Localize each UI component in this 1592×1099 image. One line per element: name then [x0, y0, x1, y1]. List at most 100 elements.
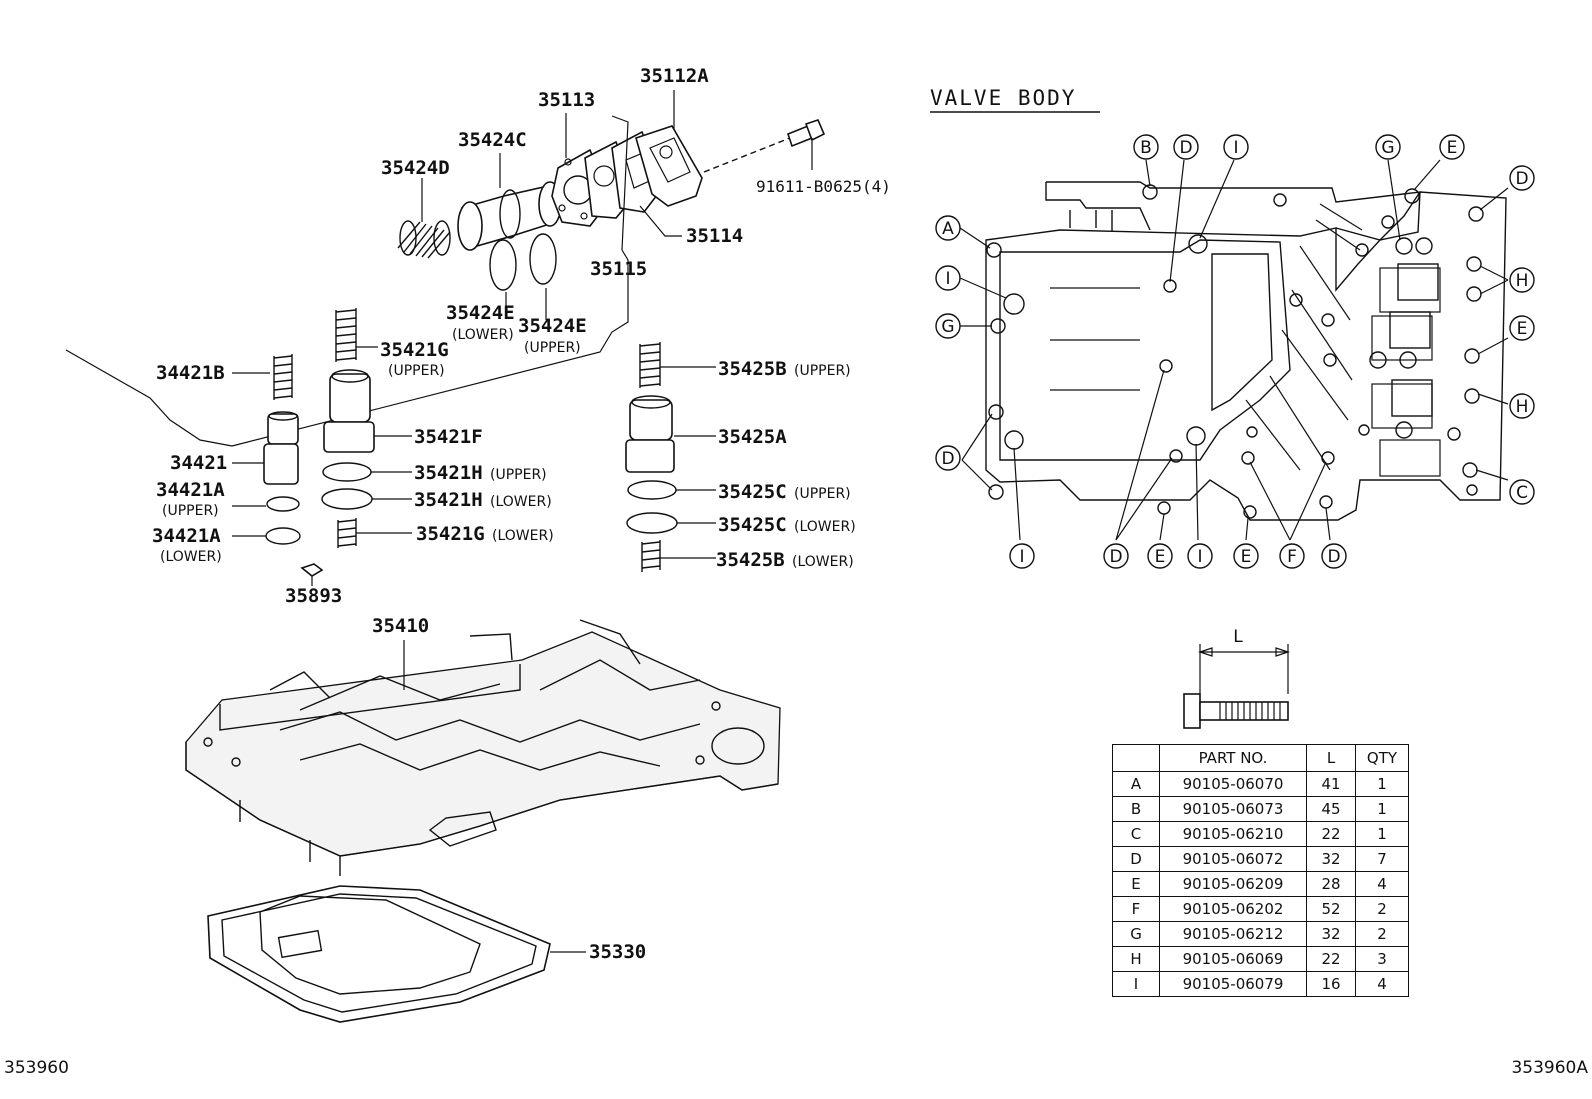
cover-35112A: [635, 125, 703, 207]
label-35424E-upper-sub: (UPPER): [524, 340, 581, 356]
callout-H-1: H: [1516, 271, 1529, 291]
piston-35424C: [457, 181, 562, 251]
valve-body-35410: [185, 619, 781, 876]
callouts: [935, 134, 1535, 569]
callout-I-4: I: [1197, 547, 1202, 567]
spring-35424D: [397, 220, 451, 259]
col-qty-header: QTY: [1355, 744, 1409, 772]
callout-E-2: E: [1517, 319, 1528, 339]
row-qty: 4: [1355, 871, 1409, 897]
row-part-no: 90105-06212: [1159, 921, 1307, 947]
row-length: 22: [1306, 821, 1356, 847]
row-letter: D: [1112, 846, 1160, 872]
callout-I-3: I: [1019, 547, 1024, 567]
row-part-no: 90105-06210: [1159, 821, 1307, 847]
oil-pan-35330: [207, 885, 551, 1023]
row-letter: F: [1112, 896, 1160, 922]
row-qty: 1: [1355, 771, 1409, 797]
label-35425A: 35425A: [718, 426, 787, 448]
label-35425B-lower: 35425B: [716, 549, 785, 571]
check-ball-35893: [300, 563, 324, 577]
label-35421G-lower-sub: (LOWER): [492, 528, 554, 544]
col-letter-header: [1112, 744, 1160, 772]
row-part-no: 90105-06072: [1159, 846, 1307, 872]
row-part-no: 90105-06202: [1159, 896, 1307, 922]
callout-C: C: [1516, 483, 1528, 503]
callout-G-1: G: [941, 317, 954, 337]
label-34421B: 34421B: [156, 362, 225, 384]
label-35410: 35410: [372, 615, 429, 637]
label-35112A: 35112A: [640, 65, 709, 87]
oring-35421H-lower: [321, 488, 373, 510]
label-35114: 35114: [686, 225, 743, 247]
label-35330: 35330: [589, 941, 646, 963]
bolt-91611: [703, 119, 826, 173]
spring-35421G-upper: [335, 308, 357, 362]
label-91611: 91611-B0625(4): [756, 177, 891, 196]
row-length: 28: [1306, 871, 1356, 897]
label-35421H-upper-sub: (UPPER): [490, 467, 547, 483]
label-35421F: 35421F: [414, 426, 483, 448]
row-qty: 4: [1355, 971, 1409, 997]
callout-I-2: I: [1233, 138, 1238, 158]
spring-35421G-lower: [337, 518, 357, 548]
label-35424C: 35424C: [458, 129, 527, 151]
footer-right-code: 353960A: [1511, 1058, 1588, 1078]
row-length: 22: [1306, 946, 1356, 972]
callout-G-2: G: [1381, 138, 1394, 158]
callout-E-3: E: [1155, 547, 1166, 567]
callout-H-2: H: [1516, 397, 1529, 417]
label-35425C-upper-sub: (UPPER): [794, 486, 851, 502]
row-letter: E: [1112, 871, 1160, 897]
label-35425B-upper: 35425B: [718, 358, 787, 380]
callout-D-3: D: [1515, 169, 1528, 189]
col-partno-header: PART NO.: [1159, 744, 1307, 772]
bolt-length-label: L: [1233, 627, 1243, 647]
label-34421A-lower-sub: (LOWER): [160, 549, 222, 565]
spring-34421B: [273, 354, 293, 400]
label-35425C-lower: 35425C: [718, 514, 787, 536]
callout-E-1: E: [1447, 138, 1458, 158]
row-length: 32: [1306, 846, 1356, 872]
label-35421G-upper: 35421G: [380, 339, 449, 361]
row-length: 45: [1306, 796, 1356, 822]
row-qty: 7: [1355, 846, 1409, 872]
label-35425B-upper-sub: (UPPER): [794, 363, 851, 379]
label-35421G-lower: 35421G: [416, 523, 485, 545]
oring-35424E-lower: [489, 239, 517, 291]
row-length: 52: [1306, 896, 1356, 922]
oring-35425C-lower: [626, 512, 678, 534]
callout-E-4: E: [1241, 547, 1252, 567]
row-letter: H: [1112, 946, 1160, 972]
label-35425C-upper: 35425C: [718, 481, 787, 503]
piston-35421F: [323, 369, 375, 453]
label-34421: 34421: [170, 452, 227, 474]
piston-34421: [263, 411, 299, 485]
label-35421G-upper-sub: (UPPER): [388, 363, 445, 379]
row-qty: 2: [1355, 896, 1409, 922]
row-part-no: 90105-06073: [1159, 796, 1307, 822]
row-letter: G: [1112, 921, 1160, 947]
spring-35425B-upper: [639, 342, 661, 388]
row-letter: A: [1112, 771, 1160, 797]
label-34421A-upper: 34421A: [156, 479, 225, 501]
row-length: 32: [1306, 921, 1356, 947]
callout-A: A: [942, 219, 954, 239]
valve-body-heading: VALVE BODY: [930, 86, 1076, 110]
row-letter: B: [1112, 796, 1160, 822]
row-length: 41: [1306, 771, 1356, 797]
oring-34421A-lower: [265, 527, 301, 545]
callout-D-5: D: [1327, 547, 1340, 567]
label-35113: 35113: [538, 89, 595, 111]
row-part-no: 90105-06079: [1159, 971, 1307, 997]
label-35421H-lower: 35421H: [414, 489, 483, 511]
footer-left-code: 353960: [4, 1058, 69, 1078]
row-qty: 1: [1355, 796, 1409, 822]
row-part-no: 90105-06069: [1159, 946, 1307, 972]
